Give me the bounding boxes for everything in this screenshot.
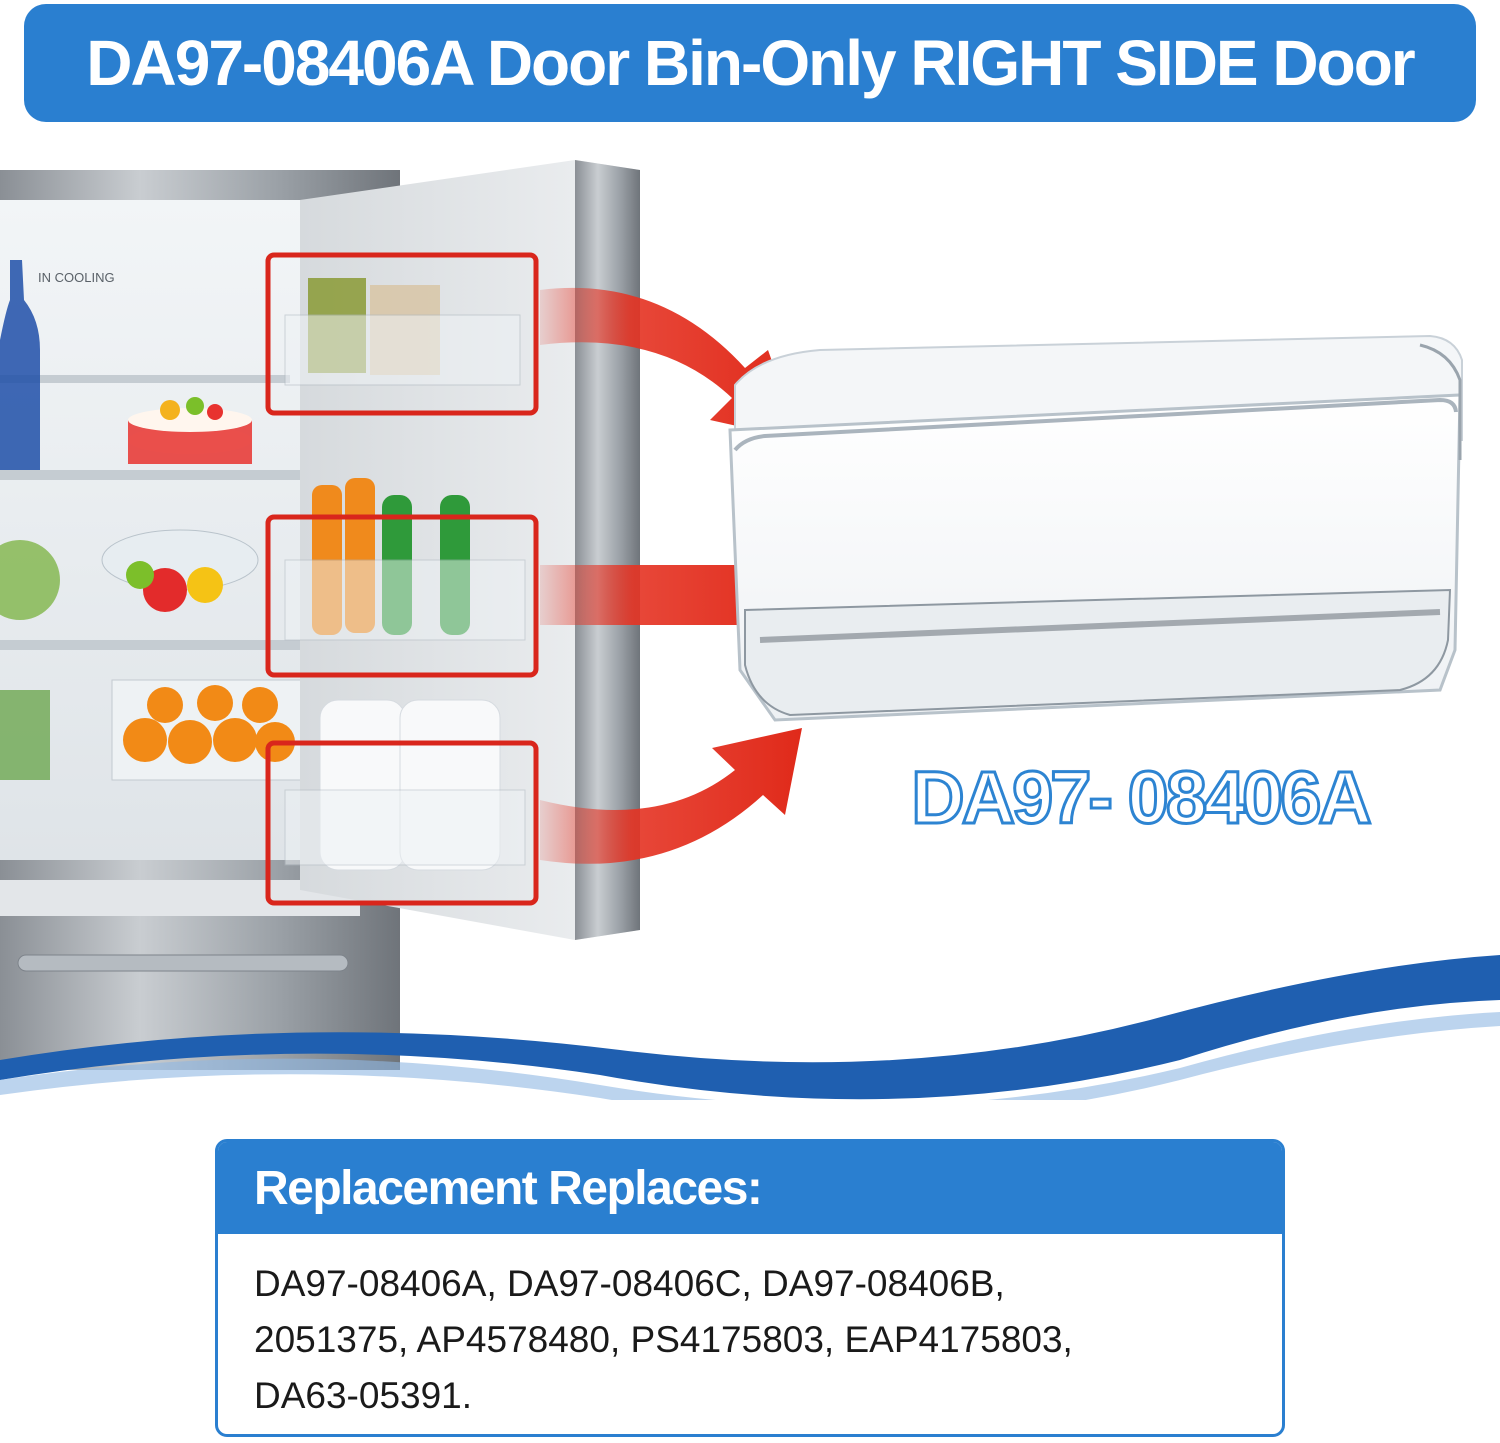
page-title: DA97-08406A Door Bin-Only RIGHT SIDE Doo… [86,27,1415,99]
replacement-header: Replacement Replaces: [218,1142,1282,1234]
door-bin-product [728,334,1463,722]
title-banner: DA97-08406A Door Bin-Only RIGHT SIDE Doo… [24,4,1476,122]
highlight-top-bin [265,252,539,416]
replacement-panel: Replacement Replaces: DA97-08406A, DA97-… [215,1139,1285,1437]
fridge-label: IN COOLING [38,270,115,285]
product-illustration: IN COOLING [0,160,1500,1100]
wave-decoration [0,955,1500,1100]
part-number-label: DA97- 08406A [910,755,1374,841]
replacement-line: DA97-08406A, DA97-08406C, DA97-08406B, [254,1263,1005,1304]
replacement-line: 2051375, AP4578480, PS4175803, EAP417580… [254,1319,1073,1360]
replacement-title: Replacement Replaces: [254,1161,763,1215]
highlight-middle-bin [265,514,539,678]
highlight-boxes [265,252,539,906]
arrow-bottom [540,728,802,864]
highlight-bottom-bin [265,740,539,906]
replacement-line: DA63-05391. [254,1375,473,1416]
replacement-list: DA97-08406A, DA97-08406C, DA97-08406B, 2… [218,1234,1282,1424]
